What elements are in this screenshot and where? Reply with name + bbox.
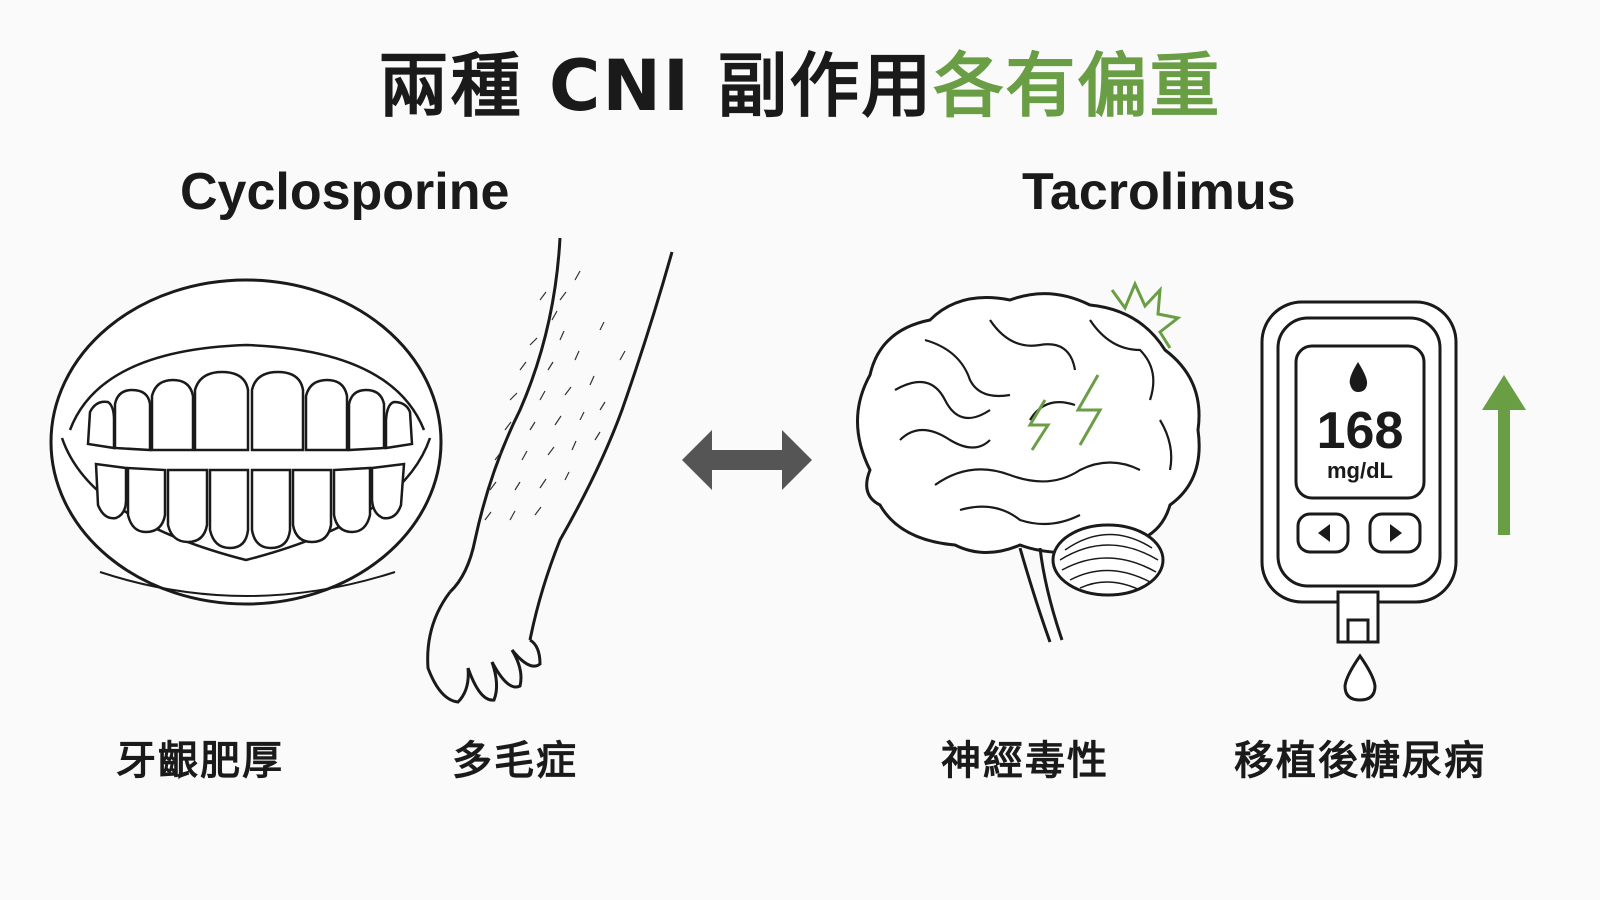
- blood-drop-icon: [1343, 653, 1377, 702]
- drug-tacrolimus: Tacrolimus: [1022, 163, 1296, 221]
- meter-value: 168: [1317, 402, 1404, 460]
- effect-hirsutism: 多毛症: [452, 738, 578, 784]
- title-main: 兩種 CNI 副作用: [378, 45, 934, 127]
- hairy-arm-icon: [426, 237, 674, 704]
- brain-icon: [856, 292, 1201, 643]
- effect-gingival-hyperplasia: 牙齦肥厚: [116, 738, 284, 784]
- up-arrow-icon: [1482, 375, 1526, 535]
- glucose-meter-icon: [1260, 300, 1458, 644]
- effect-neurotoxicity: 神經毒性: [941, 738, 1109, 784]
- meter-unit: mg/dL: [1327, 458, 1393, 483]
- lightning-icon: [1027, 280, 1182, 451]
- effect-ptdm: 移植後糖尿病: [1234, 738, 1486, 784]
- double-arrow-icon: [682, 430, 812, 490]
- drug-cyclosporine: Cyclosporine: [180, 163, 510, 221]
- gum-mouth-icon: [49, 278, 443, 606]
- title-accent: 各有偏重: [933, 45, 1222, 127]
- page-title: 兩種 CNI 副作用各有偏重: [0, 30, 1600, 131]
